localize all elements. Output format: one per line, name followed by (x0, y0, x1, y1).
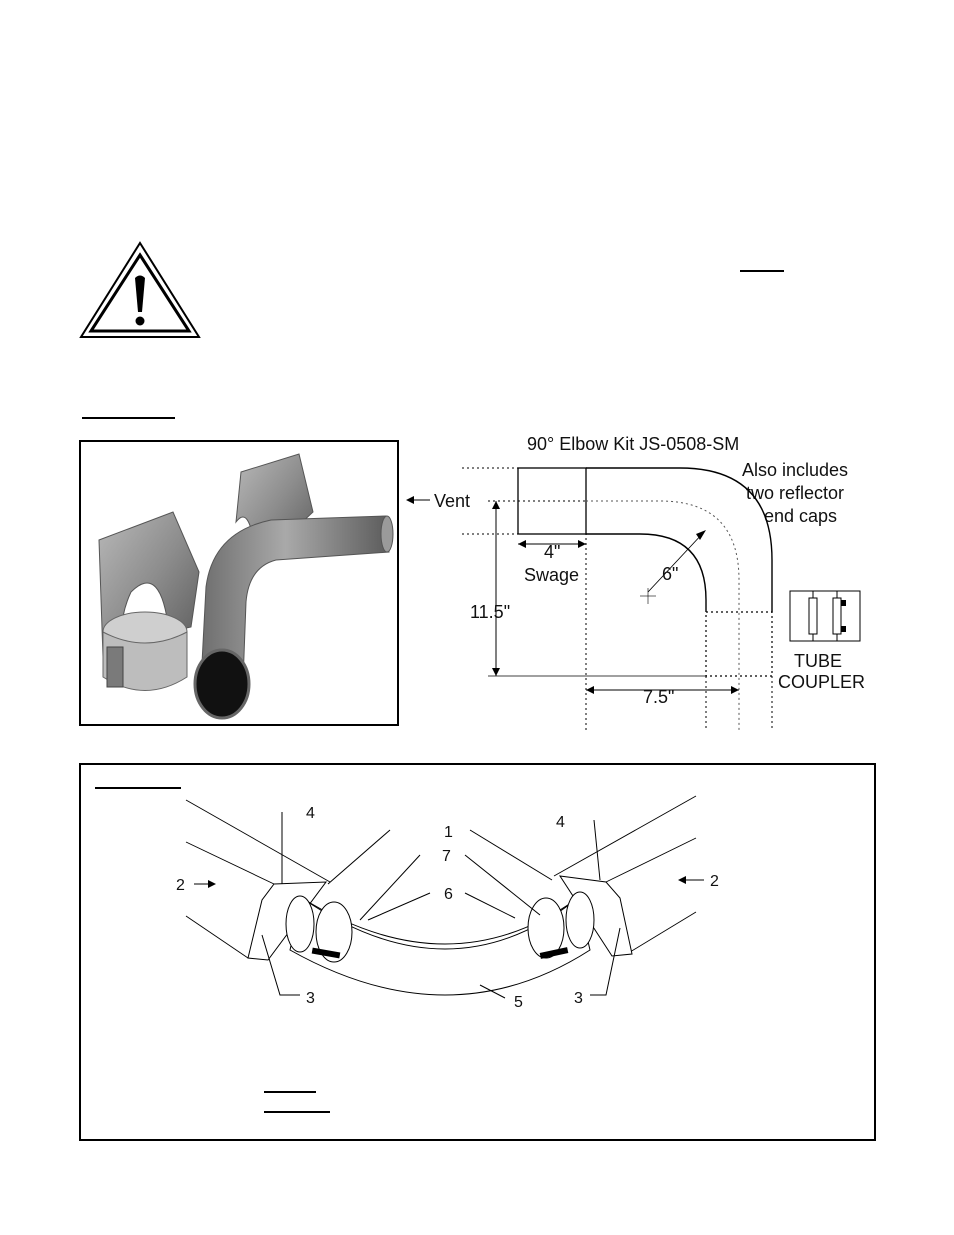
width-dim: 7.5" (643, 687, 674, 707)
warning-icon (79, 241, 201, 338)
tube-coupler-icon (789, 590, 861, 642)
callout-2-right: 2 (710, 873, 719, 890)
coupler-label-1: TUBE (794, 651, 842, 671)
callout-4-right: 4 (556, 814, 565, 831)
callout-7: 7 (442, 848, 451, 865)
note-line-2: two reflector (746, 483, 844, 503)
note-line-1: Also includes (742, 460, 848, 480)
note-line-3: end caps (764, 506, 837, 526)
elbow-dimension-diagram: 90° Elbow Kit JS-0508-SM Also includes t… (406, 434, 865, 730)
elbow-kit-photo (98, 453, 394, 720)
callout-3-left: 3 (306, 990, 315, 1007)
radius-dim: 6" (662, 564, 678, 584)
section-heading-underline (82, 417, 175, 419)
callout-2-left: 2 (176, 877, 185, 894)
assembly-diagram: 1 2 2 3 3 4 4 5 6 7 (176, 795, 719, 1011)
callout-4-left: 4 (306, 805, 315, 822)
coupler-label-2: COUPLER (778, 672, 865, 692)
callout-5: 5 (514, 994, 523, 1011)
assembly-diagram-frame (79, 763, 876, 1141)
swage-label: Swage (524, 565, 579, 585)
swage-dim: 4" (544, 542, 560, 562)
callout-1: 1 (444, 824, 453, 841)
elbow-kit-title: 90° Elbow Kit JS-0508-SM (527, 434, 739, 454)
callout-6: 6 (444, 886, 453, 903)
callout-3-right: 3 (574, 990, 583, 1007)
note-underline-1 (264, 1091, 316, 1093)
height-dim: 11.5" (470, 602, 510, 622)
assembly-heading-underline (95, 787, 181, 789)
note-underline-2 (264, 1111, 330, 1113)
underline-mark (740, 270, 784, 272)
vent-label: Vent (434, 491, 470, 511)
product-photo-frame (79, 440, 399, 726)
